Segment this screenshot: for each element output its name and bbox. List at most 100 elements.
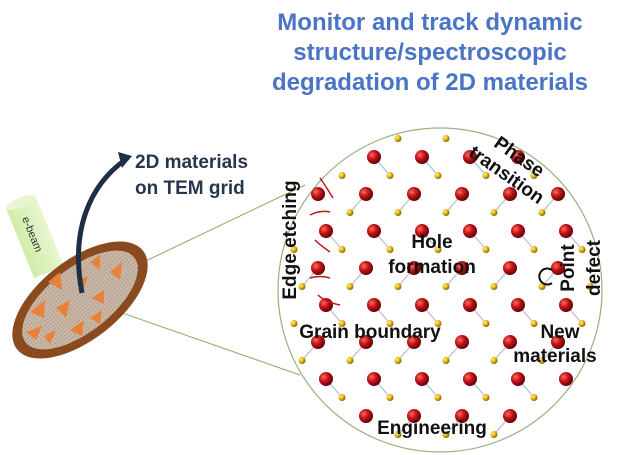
chalcogen-atom (338, 172, 346, 179)
label-grain-boundary: Grain boundary (299, 322, 441, 343)
metal-atom (511, 224, 525, 238)
label-hole: Hole (411, 232, 452, 253)
chalcogen-atom (386, 246, 394, 253)
atomic-lattice (290, 135, 594, 438)
metal-atom (551, 261, 565, 275)
chalcogen-atom (394, 357, 402, 364)
chalcogen-atom (434, 172, 442, 179)
metal-atom (463, 298, 477, 312)
metal-atom (455, 187, 469, 201)
metal-atom (367, 298, 381, 312)
metal-atom (559, 298, 573, 312)
chalcogen-atom (290, 246, 298, 253)
metal-atom (359, 409, 373, 423)
arrow-head (118, 152, 132, 168)
material-flakes (26, 255, 122, 344)
chalcogen-atom (578, 320, 586, 327)
metal-atom (359, 335, 373, 349)
curved-arrow (76, 157, 127, 294)
title-line-3: degradation of 2D materials (272, 69, 588, 96)
metal-atom (511, 372, 525, 386)
metal-atom (319, 372, 333, 386)
e-beam: e-beam (5, 194, 64, 279)
chalcogen-atom (346, 357, 354, 364)
chalcogen-atom (346, 283, 354, 290)
chalcogen-atom (530, 246, 538, 253)
metal-atom (407, 187, 421, 201)
metal-atom (455, 409, 469, 423)
title-line-1: Monitor and track dynamic (277, 9, 582, 36)
chalcogen-atom (394, 283, 402, 290)
chalcogen-atom (490, 357, 498, 364)
chalcogen-atom (434, 320, 442, 327)
metal-atom (311, 261, 325, 275)
metal-atom (407, 335, 421, 349)
chalcogen-atom (538, 357, 546, 364)
metal-atom (551, 187, 565, 201)
chalcogen-atom (442, 357, 450, 364)
chalcogen-atom (434, 246, 442, 253)
metal-atom (359, 261, 373, 275)
chalcogen-atom (442, 283, 450, 290)
metal-atom (463, 150, 477, 164)
title: Monitor and track dynamic structure/spec… (272, 9, 588, 96)
metal-atom (367, 150, 381, 164)
metal-atom (367, 372, 381, 386)
chalcogen-atom (442, 209, 450, 216)
chalcogen-atom (338, 246, 346, 253)
metal-atom (511, 150, 525, 164)
chalcogen-atom (482, 172, 490, 179)
grid-label-line-2: on TEM grid (135, 178, 245, 199)
grid-label-line-1: 2D materials (135, 152, 248, 173)
chalcogen-atom (490, 431, 498, 438)
metal-atom (463, 372, 477, 386)
metal-atom (559, 224, 573, 238)
metal-atom (415, 372, 429, 386)
metal-atom (559, 372, 573, 386)
chalcogen-atom (298, 283, 306, 290)
metal-atom (455, 261, 469, 275)
chalcogen-atom (530, 394, 538, 401)
chalcogen-atom (490, 283, 498, 290)
metal-atom (415, 298, 429, 312)
chalcogen-atom (442, 135, 450, 142)
chalcogen-atom (530, 172, 538, 179)
chalcogen-atom (530, 320, 538, 327)
chalcogen-atom (298, 357, 306, 364)
magnified-view (277, 127, 603, 453)
metal-atom (463, 224, 477, 238)
title-line-2: structure/spectroscopic (293, 39, 566, 66)
metal-atom (503, 409, 517, 423)
chalcogen-atom (386, 394, 394, 401)
metal-atom (311, 335, 325, 349)
chalcogen-atom (394, 209, 402, 216)
chalcogen-atom (346, 209, 354, 216)
metal-atom (319, 224, 333, 238)
metal-atom (311, 187, 325, 201)
chalcogen-atom (578, 246, 586, 253)
metal-atom (455, 335, 469, 349)
chalcogen-atom (338, 394, 346, 401)
metal-atom (503, 187, 517, 201)
chalcogen-atom (442, 431, 450, 438)
chalcogen-atom (290, 320, 298, 327)
metal-atom (407, 409, 421, 423)
chalcogen-atom (394, 431, 402, 438)
chalcogen-atom (538, 209, 546, 216)
metal-atom (503, 261, 517, 275)
metal-atom (511, 298, 525, 312)
chalcogen-atom (338, 320, 346, 327)
metal-atom (359, 187, 373, 201)
metal-atom (415, 224, 429, 238)
label-engineering: Engineering (377, 418, 487, 439)
metal-atom (415, 150, 429, 164)
metal-atom (407, 261, 421, 275)
metal-atom (503, 335, 517, 349)
label-edge-etching: Edge etching (280, 180, 301, 299)
point-defect-arrow (538, 267, 553, 286)
edge-etching-arrows (309, 177, 341, 306)
chalcogen-atom (434, 394, 442, 401)
chalcogen-atom (386, 172, 394, 179)
chalcogen-atom (586, 283, 594, 290)
label-new: New (540, 322, 579, 343)
